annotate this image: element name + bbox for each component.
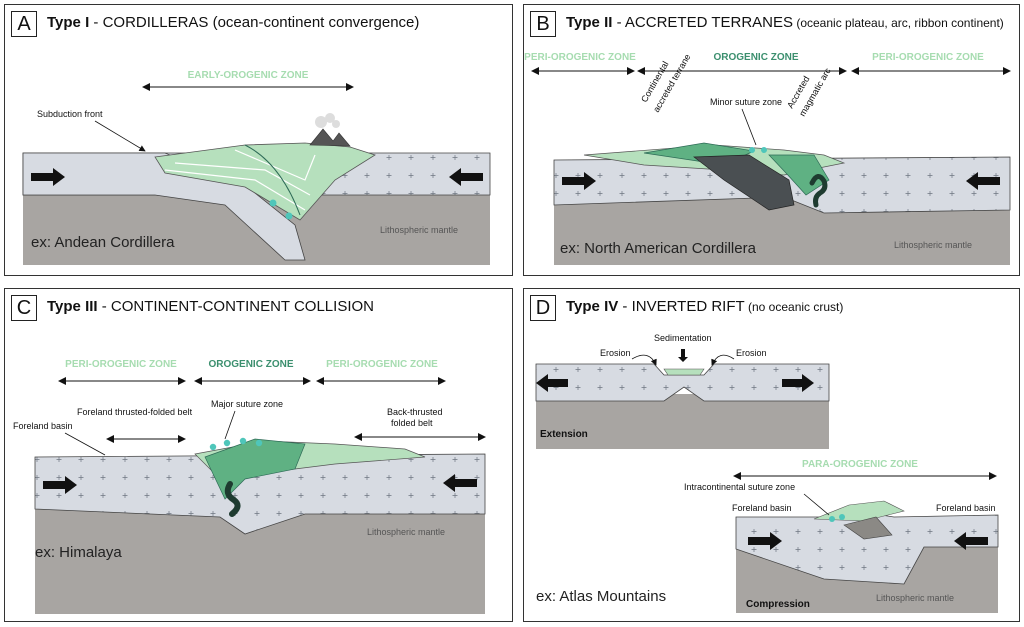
sedimentation-label: Sedimentation xyxy=(654,333,712,343)
orogenic-wedge xyxy=(154,142,376,221)
panel-d: D Type IV - INVERTED RIFT (no oceanic cr… xyxy=(523,288,1020,622)
peri-orogenic-left-label: PERI-OROGENIC ZONE xyxy=(524,52,636,63)
subduction-front-label: Subduction front xyxy=(37,109,103,119)
back-thrusted-label: Back-thrusted xyxy=(387,407,443,417)
peri-orogenic-right-label: PERI-OROGENIC ZONE xyxy=(326,359,438,370)
panel-d-diagram: Sedimentation Erosion Erosion Extension … xyxy=(535,333,999,613)
minor-suture-label: Minor suture zone xyxy=(710,97,782,107)
early-orogenic-zone-label: EARLY-OROGENIC ZONE xyxy=(188,70,309,81)
lithospheric-mantle-label: Lithospheric mantle xyxy=(367,527,445,537)
foreland-basin-right-label: Foreland basin xyxy=(936,503,996,513)
lithospheric-mantle-label: Lithospheric mantle xyxy=(380,225,458,235)
panel-d-title: Type IV - INVERTED RIFT (no oceanic crus… xyxy=(566,298,843,315)
foreland-basin-label: Foreland basin xyxy=(13,421,73,431)
panel-c-letter: C xyxy=(11,295,37,321)
volcano-icon xyxy=(309,128,351,147)
orogenic-zone-label: OROGENIC ZONE xyxy=(713,52,798,63)
extension-arrow-left xyxy=(536,374,568,392)
convergence-arrow-left xyxy=(31,168,65,186)
peri-orogenic-right-label: PERI-OROGENIC ZONE xyxy=(872,52,984,63)
panel-b-title: Type II - ACCRETED TERRANES (oceanic pla… xyxy=(566,14,1004,31)
convergence-arrow-left xyxy=(43,476,77,494)
lithospheric-mantle-label: Lithospheric mantle xyxy=(894,240,972,250)
erosion-right-label: Erosion xyxy=(736,348,767,358)
panel-a-title: Type I - CORDILLERAS (ocean-continent co… xyxy=(47,14,419,31)
inverted-basin xyxy=(813,500,905,522)
foreland-belt-label: Foreland thrusted-folded belt xyxy=(77,407,193,417)
panel-a-title-bold: Type I xyxy=(47,14,90,31)
panel-b-diagram: PERI-OROGENIC ZONE OROGENIC ZONE PERI-OR… xyxy=(524,52,1011,265)
compression-label: Compression xyxy=(746,599,810,610)
suture-marker xyxy=(239,437,247,445)
terrane-block xyxy=(693,154,795,211)
major-suture-label: Major suture zone xyxy=(211,399,283,409)
suture-marker xyxy=(255,439,263,447)
convergence-arrow-right xyxy=(966,172,1000,190)
convergence-arrow-right xyxy=(443,474,477,492)
suture-marker xyxy=(285,212,293,220)
panel-d-title-bold: Type IV xyxy=(566,298,619,315)
rift-sediment xyxy=(663,368,705,376)
panel-c-diagram: PERI-OROGENIC ZONE OROGENIC ZONE PERI-OR… xyxy=(13,359,486,614)
extension-mantle xyxy=(536,394,829,449)
suture-marker xyxy=(209,443,217,451)
panel-a-letter: A xyxy=(11,11,37,37)
para-orogenic-zone-label: PARA-OROGENIC ZONE xyxy=(802,459,918,470)
convergence-arrow-right xyxy=(449,168,483,186)
orogenic-zone-label: OROGENIC ZONE xyxy=(208,359,293,370)
panel-b-title-bold: Type II xyxy=(566,14,613,31)
panel-a-diagram: EARLY-OROGENIC ZONE Subduction front Lit… xyxy=(22,70,491,265)
extension-arrow-right xyxy=(782,374,814,392)
panel-c: C Type III - CONTINENT-CONTINENT COLLISI… xyxy=(4,288,513,622)
intracontinental-suture-label: Intracontinental suture zone xyxy=(684,482,795,492)
panel-c-title-bold: Type III xyxy=(47,298,98,315)
panel-a-title-rest: - CORDILLERAS (ocean-continent convergen… xyxy=(89,14,420,31)
example-label: ex: Atlas Mountains xyxy=(536,588,666,605)
extension-label: Extension xyxy=(540,429,588,440)
panel-d-title-rest: - INVERTED RIFT xyxy=(618,298,745,315)
suture-marker xyxy=(223,439,231,447)
panel-d-letter: D xyxy=(530,295,556,321)
panel-b: B Type II - ACCRETED TERRANES (oceanic p… xyxy=(523,4,1020,276)
panel-c-title: Type III - CONTINENT-CONTINENT COLLISION xyxy=(47,298,374,315)
lithospheric-mantle-label: Lithospheric mantle xyxy=(876,593,954,603)
foreland-basin-left-label: Foreland basin xyxy=(732,503,792,513)
convergence-arrow-left xyxy=(562,172,596,190)
accreted-magmatic-arc xyxy=(768,154,830,196)
extension-crust xyxy=(535,363,830,402)
peri-orogenic-left-label: PERI-OROGENIC ZONE xyxy=(65,359,177,370)
panel-b-title-rest: - ACCRETED TERRANES xyxy=(612,14,793,31)
example-label: ex: Himalaya xyxy=(35,544,122,561)
compression-arrow-right xyxy=(954,532,988,550)
panel-b-title-sub: (oceanic plateau, arc, ribbon continent) xyxy=(793,16,1004,30)
example-label: ex: Andean Cordillera xyxy=(31,234,175,251)
panel-d-title-sub: (no oceanic crust) xyxy=(744,300,844,314)
example-label: ex: North American Cordillera xyxy=(560,240,757,257)
panel-b-letter: B xyxy=(530,11,556,37)
panel-a: A Type I - CORDILLERAS (ocean-continent … xyxy=(4,4,513,276)
suture-marker xyxy=(269,199,277,207)
panel-c-title-rest: - CONTINENT-CONTINENT COLLISION xyxy=(97,298,374,315)
erosion-left-label: Erosion xyxy=(600,348,631,358)
compression-arrow-left xyxy=(748,532,782,550)
continental-crust xyxy=(34,453,486,535)
folded-belt-label: folded belt xyxy=(391,418,433,428)
